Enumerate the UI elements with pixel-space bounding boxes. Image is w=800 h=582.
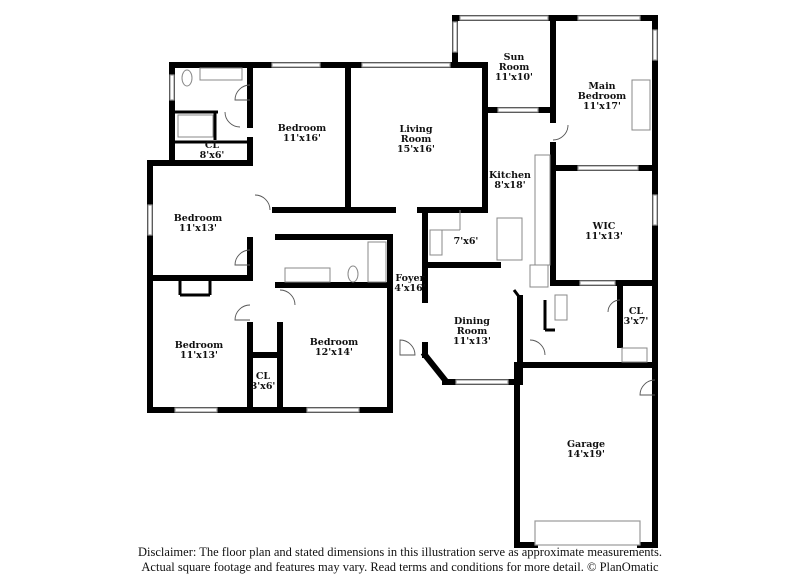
fixtures: [177, 67, 651, 363]
walls: [147, 15, 658, 548]
doors[interactable]: [224, 84, 656, 396]
disclaimer-line-2: Actual square footage and features may v…: [141, 560, 659, 574]
pantry-label: 7'x6': [454, 236, 479, 247]
disclaimer-line-1: Disclaimer: The floor plan and stated di…: [138, 545, 662, 559]
windows: [147, 15, 658, 546]
